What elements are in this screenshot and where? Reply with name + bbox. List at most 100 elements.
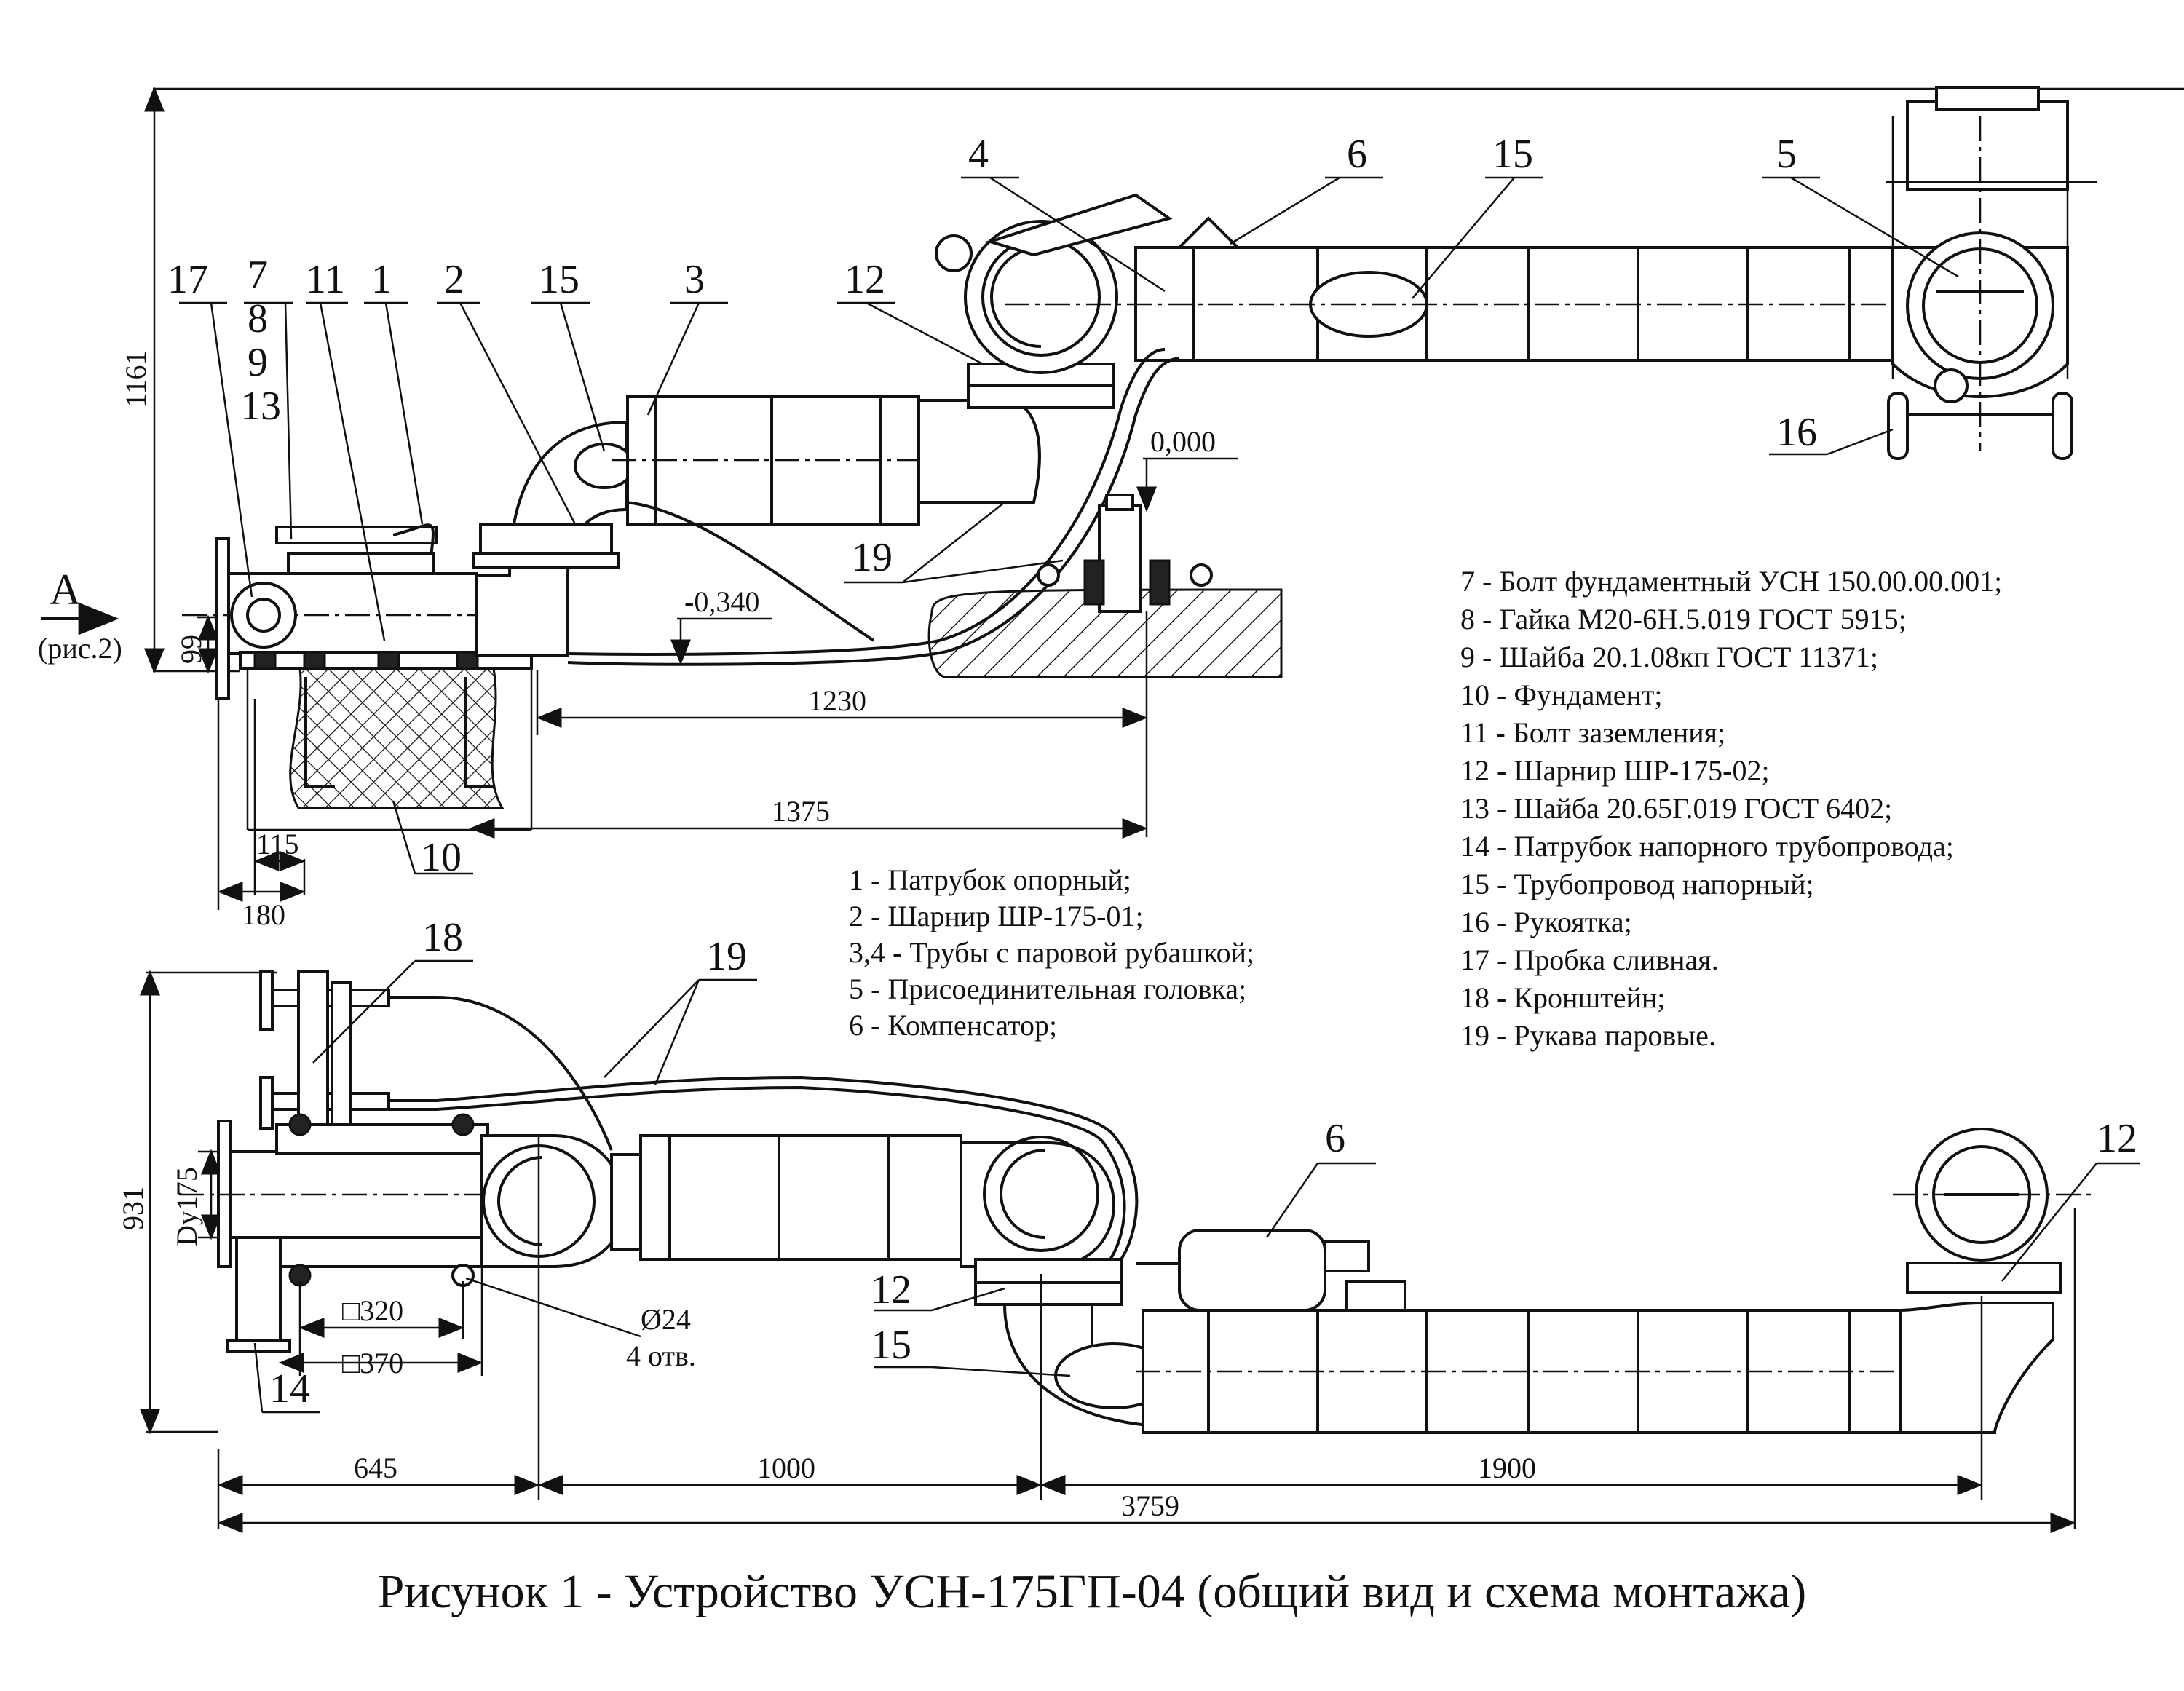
side-callouts: 17 7 8 9 13 11 1 2 15 3 12 4 6 15 5 16 1… [167, 132, 1817, 880]
callout-12b: 12 [2097, 1116, 2137, 1161]
side-view [41, 86, 2184, 910]
plan-pipe-4 [1136, 1309, 2009, 1434]
elev-0: 0,000 [1150, 425, 1216, 458]
legend-item: 3,4 - Трубы с паровой рубашкой; [849, 936, 1254, 969]
plan-pipe-3 [639, 1134, 962, 1261]
plan-hinge-4 [960, 1136, 1115, 1268]
plan-steam-hoses [389, 996, 1139, 1261]
legend-item: 13 - Шайба 20.65Г.019 ГОСТ 6402; [1460, 792, 1892, 825]
dim-holes-count: 4 отв. [626, 1339, 696, 1372]
legend-item: 15 - Трубопровод напорный; [1460, 868, 1814, 900]
handle-16 [1887, 368, 2073, 460]
plan-view [140, 959, 2140, 1533]
legend-item: 8 - Гайка М20-6Н.5.019 ГОСТ 5915; [1460, 603, 1907, 635]
dim-320-text: □320 [342, 1294, 403, 1327]
plan-labels: 931 Dy175 □320 □370 Ø24 4 отв. 645 1000 … [116, 1167, 1536, 1522]
support-flange [215, 537, 230, 700]
callout-12c: 12 [871, 1267, 911, 1312]
pedestal [927, 494, 1283, 678]
dim-1230-text: 1230 [808, 684, 866, 717]
dim-115-text: 115 [256, 828, 299, 860]
dim-180-text: 180 [242, 898, 285, 931]
legend-item: 10 - Фундамент; [1460, 678, 1663, 711]
legend-item: 17 - Пробка сливная. [1460, 943, 1719, 976]
legend-left: 1 - Патрубок опорный; 2 - Шарнир ШР-175-… [849, 863, 1254, 1042]
callout-8: 8 [248, 296, 268, 341]
legend-item: 6 - Компенсатор; [849, 1009, 1057, 1042]
dim-99-text: 99 [175, 635, 207, 664]
callout-14: 14 [269, 1366, 310, 1411]
dim-holes-text: Ø24 [641, 1303, 691, 1336]
callout-13: 13 [240, 384, 281, 429]
dim-645-text: 645 [354, 1452, 397, 1484]
legend-item: 7 - Болт фундаментный УСН 150.00.00.001; [1460, 565, 2002, 598]
dim-931 [140, 970, 277, 1435]
plan-connecting-head [1893, 1128, 2097, 1434]
callout-15c: 15 [871, 1323, 911, 1368]
dim-370-text: □370 [342, 1347, 403, 1379]
legend-item: 18 - Кронштейн; [1460, 981, 1665, 1014]
view-a-letter: А [50, 566, 81, 614]
pipe-3 [612, 395, 946, 526]
callout-10: 10 [421, 835, 462, 880]
legend-item: 14 - Патрубок напорного трубопровода; [1460, 830, 1954, 863]
callout-1: 1 [371, 257, 392, 302]
callout-17: 17 [167, 257, 208, 302]
legend-right: 7 - Болт фундаментный УСН 150.00.00.001;… [1460, 565, 2002, 1052]
legend-item: 9 - Шайба 20.1.08кп ГОСТ 11371; [1460, 641, 1878, 673]
dim-3759-text: 3759 [1121, 1489, 1179, 1522]
dim-dy175-text: Dy175 [170, 1167, 203, 1246]
side-labels: А (рис.2) 0,000 -0,340 1161 99 1230 1375… [38, 350, 1216, 931]
callout-19b: 19 [706, 934, 747, 979]
drain-plug-17 [230, 582, 297, 649]
hinge-2 [472, 420, 635, 657]
callout-6: 6 [1347, 132, 1367, 177]
foundation-10 [246, 667, 533, 831]
dim-1900-text: 1900 [1478, 1452, 1536, 1484]
legend-item: 2 - Шарнир ШР-175-01; [849, 900, 1144, 932]
callout-12: 12 [844, 257, 885, 302]
callout-15b: 15 [1492, 132, 1533, 177]
view-a-ref: (рис.2) [38, 632, 122, 665]
holes-leader [465, 1277, 641, 1338]
dim-931-text: 931 [116, 1187, 149, 1230]
pipe-14 [226, 1236, 291, 1353]
compensator-6 [1136, 1229, 1406, 1312]
callout-16: 16 [1776, 410, 1817, 455]
pipe-4 [1005, 246, 1936, 362]
callout-3: 3 [684, 257, 705, 302]
legend-item: 19 - Рукава паровые. [1460, 1019, 1716, 1052]
legend-item: 11 - Болт заземления; [1460, 716, 1725, 749]
callout-6b: 6 [1325, 1116, 1345, 1161]
dim-chain [217, 1136, 2076, 1533]
callout-19: 19 [852, 535, 893, 580]
dim-1161-text: 1161 [119, 350, 152, 408]
dim-1230 [536, 611, 1148, 837]
dim-1000-text: 1000 [757, 1452, 815, 1484]
dim-370 [278, 1267, 483, 1376]
elevation-minus [670, 617, 772, 665]
bracket-18 [271, 970, 390, 1144]
legend-item: 12 - Шарнир ШР-175-02; [1460, 754, 1770, 787]
callout-2: 2 [444, 257, 464, 302]
elev-minus: -0,340 [684, 585, 759, 618]
legend-item: 1 - Патрубок опорный; [849, 863, 1131, 896]
callout-4: 4 [968, 132, 989, 177]
dim-1375-text: 1375 [772, 795, 830, 828]
callout-11: 11 [306, 257, 345, 302]
callout-18: 18 [422, 915, 463, 960]
callout-5: 5 [1776, 132, 1797, 177]
legend-item: 5 - Присоединительная головка; [849, 973, 1246, 1005]
figure-caption: Рисунок 1 - Устройство УСН-175ГП-04 (общ… [378, 1565, 1806, 1618]
side-leaders [179, 176, 1959, 875]
connecting-head-5 [1886, 86, 2097, 451]
plan-leaders [253, 959, 2140, 1414]
plan-callouts: 18 19 6 12 12 15 14 [269, 915, 2137, 1411]
plan-hinge-2 [480, 1134, 642, 1268]
legend-item: 16 - Рукоятка; [1460, 906, 1632, 938]
elevation-0 [1136, 457, 1238, 512]
callout-7: 7 [248, 253, 268, 298]
hinge-4 [935, 193, 1173, 374]
